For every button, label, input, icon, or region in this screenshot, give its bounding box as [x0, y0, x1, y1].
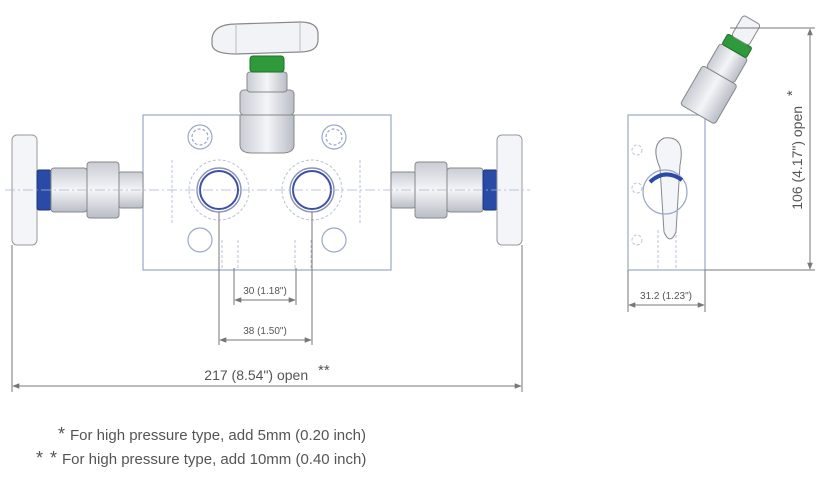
note-high-pressure-10mm: * *For high pressure type, add 10mm (0.4…: [36, 448, 366, 469]
dim-label-217-mark: **: [318, 362, 330, 379]
note-mark-double: * *: [36, 448, 59, 468]
dim-label-217: 217 (8.54") open **: [204, 362, 330, 383]
front-view: [5, 21, 530, 271]
dim-label-30: 30 (1.18"): [243, 286, 287, 297]
top-valve: [211, 21, 319, 154]
note-text-10mm: For high pressure type, add 10mm (0.40 i…: [62, 451, 367, 468]
dim-label-106-mark: *: [784, 90, 801, 96]
dim-label-217-text: 217 (8.54") open: [204, 367, 308, 383]
front-dimensions: [11, 212, 523, 392]
side-dimensions: [627, 27, 815, 312]
dim-label-106: 106 (4.17") open *: [784, 90, 805, 210]
note-high-pressure-5mm: *For high pressure type, add 5mm (0.20 i…: [58, 424, 366, 445]
side-handle: [642, 137, 688, 240]
note-mark-single: *: [58, 424, 67, 444]
angled-valve: [680, 15, 761, 124]
dim-label-106-text: 106 (4.17") open: [789, 106, 805, 210]
dim-label-38: 38 (1.50"): [243, 326, 287, 337]
side-view: [627, 15, 761, 271]
bolt-holes: [187, 124, 347, 253]
note-text-5mm: For high pressure type, add 5mm (0.20 in…: [70, 427, 366, 444]
dim-label-31: 31.2 (1.23"): [640, 291, 692, 302]
